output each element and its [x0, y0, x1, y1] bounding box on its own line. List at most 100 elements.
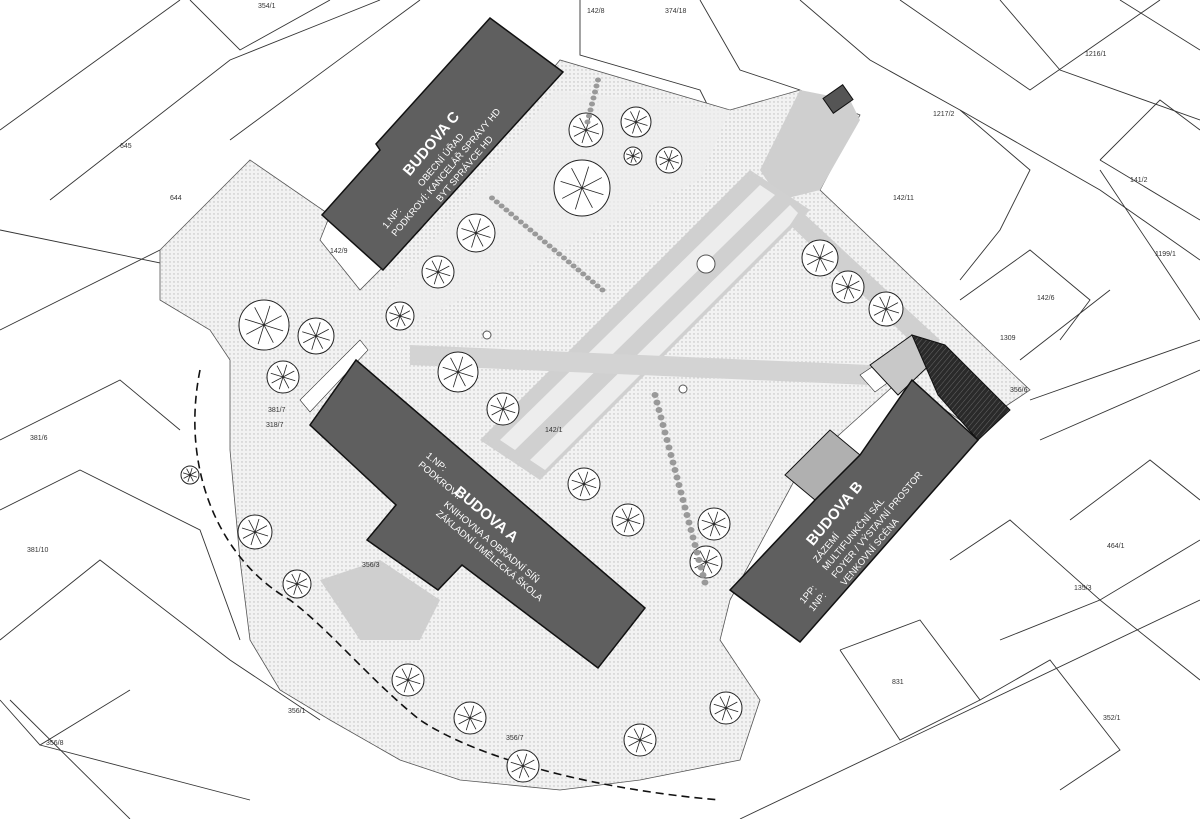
stepping-stone	[689, 534, 697, 541]
parcel-label: 831	[892, 679, 904, 686]
stepping-stone	[675, 482, 683, 488]
stepping-stone	[592, 89, 598, 95]
parcel-label: 318/7	[266, 422, 284, 429]
stepping-stone	[657, 414, 665, 421]
parcel-label: 645	[120, 143, 132, 150]
stepping-stone	[498, 203, 505, 209]
parcel-label: 354/1	[258, 3, 276, 10]
stepping-stone	[679, 497, 687, 503]
tree-icon	[623, 723, 657, 757]
stepping-stone	[697, 564, 705, 571]
kiosk	[822, 84, 854, 114]
stepping-stone	[673, 474, 681, 481]
building-a: BUDOVA A 1.NP: PODKROVÍ: KNIHOVNA A OBŘA…	[309, 358, 647, 670]
parcel-label: 142/6	[1037, 295, 1055, 302]
parcel-labels: 354/1 142/8 374/18 1216/1 645 644 1217/2 141/2 1…	[27, 3, 1176, 747]
parcel-label: 1309	[1000, 335, 1016, 342]
tree-icon	[611, 503, 645, 537]
stepping-stone	[699, 572, 707, 578]
stepping-stone	[586, 113, 592, 119]
parcel-label: 356/3	[362, 562, 380, 569]
tree-icon	[486, 392, 520, 426]
stepping-stone	[584, 119, 591, 125]
parcel-label: 381/7	[268, 407, 286, 414]
stepping-stone	[551, 247, 558, 253]
stepping-stone	[589, 101, 595, 107]
tree-icon	[391, 663, 425, 697]
parcel-label: 374/18	[665, 8, 687, 15]
parcel-label: 1217/2	[933, 111, 955, 118]
parcel-label: 142/8	[587, 8, 605, 15]
parcel-label: 381/10	[27, 547, 49, 554]
tree-icon	[868, 291, 904, 327]
tree-icon	[437, 351, 479, 393]
stepping-stone	[655, 407, 663, 413]
parcel-label: 1216/1	[1085, 51, 1107, 58]
parcel-label: 356/8	[46, 740, 64, 747]
tree-icon	[238, 299, 290, 351]
tree-icon	[237, 514, 273, 550]
stepping-stone	[587, 107, 594, 113]
tree-icon	[421, 255, 455, 289]
building-b: BUDOVA B 1PP: 1NP: ZÁZEMÍ MULTIFUNKČNÍ S…	[728, 334, 1011, 644]
stepping-stone	[667, 452, 675, 458]
stepping-stone	[556, 251, 563, 257]
parcel-label: 352/1	[1103, 715, 1121, 722]
parcel-label: 356/7	[506, 735, 524, 742]
stepping-stone	[489, 195, 495, 201]
tree-icon	[385, 301, 415, 331]
stepping-stone	[590, 95, 597, 101]
dashed-boundary	[194, 369, 721, 801]
stepping-stone	[575, 267, 582, 273]
parcel-label: 135/3	[1074, 585, 1092, 592]
parcel-label: 644	[170, 195, 182, 202]
tree-icon	[568, 112, 604, 148]
stepping-stone	[661, 429, 669, 436]
tree-icon	[697, 507, 731, 541]
stepping-stone	[561, 255, 567, 261]
stepping-stone	[685, 519, 693, 526]
tree-icon	[801, 239, 839, 277]
stepping-stone	[693, 549, 701, 556]
parcel-label: 356/1	[288, 708, 306, 715]
stepping-stone	[677, 489, 685, 496]
tree-icon	[655, 146, 683, 174]
tree-icon	[620, 106, 652, 138]
tree-icon	[553, 159, 611, 217]
trees	[180, 106, 904, 783]
stepping-stone	[651, 392, 659, 398]
stepping-stone	[595, 77, 601, 83]
stepping-stone	[585, 275, 591, 281]
stepping-stone	[541, 239, 548, 245]
tree-icon	[567, 467, 601, 501]
stepping-stone	[695, 557, 703, 563]
stepping-stone	[565, 259, 572, 265]
stepping-stone	[527, 227, 534, 233]
stepping-stone	[513, 215, 519, 221]
stepping-stone	[701, 579, 709, 586]
stepping-stone	[659, 422, 667, 428]
stepping-stone	[580, 271, 587, 277]
stepping-stone	[665, 444, 673, 451]
parcel-label: 381/6	[30, 435, 48, 442]
stepping-stone	[687, 527, 695, 533]
parcel-label: 142/11	[893, 195, 914, 202]
stepping-stone	[681, 504, 689, 511]
stepping-stone	[493, 199, 500, 205]
stepping-stone	[589, 279, 596, 285]
stepping-stone	[594, 283, 601, 289]
tree-icon	[506, 749, 540, 783]
parcel-label: 1199/1	[1155, 251, 1176, 258]
stepping-stone	[599, 287, 606, 293]
parcel-label: 142/1	[545, 427, 563, 434]
parcel-label: 141/2	[1130, 177, 1148, 184]
stepping-stone	[517, 219, 524, 225]
stepping-stone	[691, 542, 699, 548]
stepping-stone	[503, 207, 510, 213]
stepping-stone	[508, 211, 515, 217]
stepping-stone	[653, 399, 661, 406]
tree-icon	[180, 465, 200, 485]
stepping-stone	[570, 263, 577, 269]
